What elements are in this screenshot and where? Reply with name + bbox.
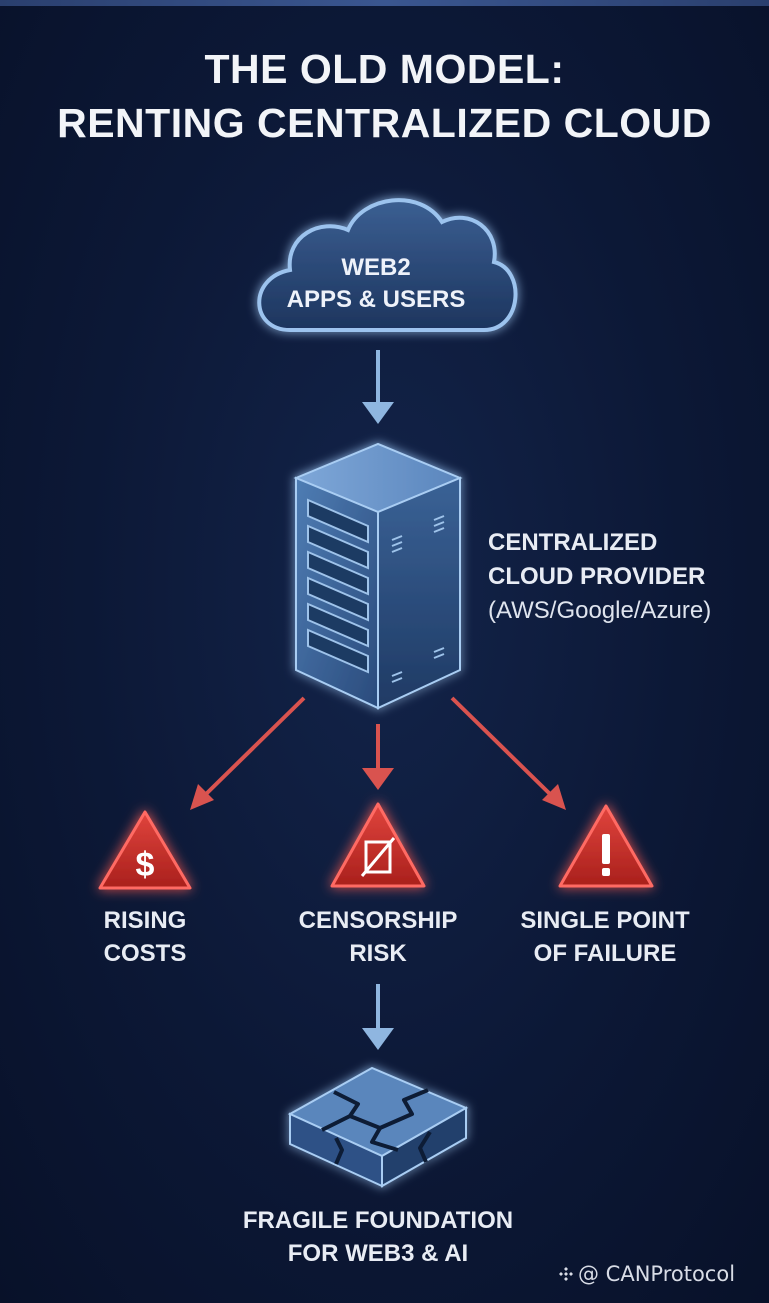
svg-text:$: $: [136, 846, 155, 884]
top-border: [0, 0, 769, 6]
arrow-to-rising-costs: [190, 696, 306, 810]
cloud-icon: [257, 198, 518, 332]
foundation-label: FRAGILE FOUNDATION FOR WEB3 & AI: [198, 1204, 558, 1270]
binance-logo-icon: [559, 1267, 573, 1281]
cracked-foundation-icon: [287, 1066, 469, 1188]
cloud-label-line-1: WEB2: [341, 254, 411, 281]
risk-label-single-point: SINGLE POINT OF FAILURE: [500, 904, 710, 970]
risk-line-1: SINGLE POINT: [520, 907, 690, 934]
risk-line-1: CENSORSHIP: [298, 907, 458, 934]
arrow-cloud-to-server: [362, 350, 394, 424]
arrow-to-censorship: [362, 724, 394, 790]
exclamation-warning-icon: [558, 804, 654, 888]
risk-line-2: COSTS: [103, 940, 187, 967]
foundation-line-1: FRAGILE FOUNDATION: [242, 1207, 514, 1234]
risk-line-2: RISK: [349, 940, 407, 967]
risk-line-2: OF FAILURE: [533, 940, 677, 967]
provider-line-1: CENTRALIZED: [488, 529, 658, 556]
arrow-to-single-point: [450, 696, 566, 810]
dollar-warning-icon: $: [98, 810, 192, 890]
watermark-text: @ CANProtocol: [578, 1262, 736, 1286]
cloud-label-line-2: APPS & USERS: [286, 286, 466, 313]
risk-line-1: RISING: [103, 907, 187, 934]
server-icon: [293, 442, 463, 710]
risk-label-rising-costs: RISING COSTS: [70, 904, 220, 970]
arrow-to-foundation: [362, 984, 394, 1050]
provider-label: CENTRALIZED CLOUD PROVIDER (AWS/Google/A…: [488, 526, 711, 628]
title-line-2: RENTING CENTRALIZED CLOUD: [57, 100, 712, 146]
foundation-line-2: FOR WEB3 & AI: [287, 1240, 469, 1267]
title-line-1: THE OLD MODEL:: [204, 46, 565, 92]
risk-label-censorship: CENSORSHIP RISK: [278, 904, 478, 970]
provider-line-2: CLOUD PROVIDER: [488, 563, 706, 590]
provider-line-3: (AWS/Google/Azure): [488, 597, 712, 624]
censored-warning-icon: [330, 802, 426, 888]
watermark: @ CANProtocol: [558, 1262, 735, 1286]
